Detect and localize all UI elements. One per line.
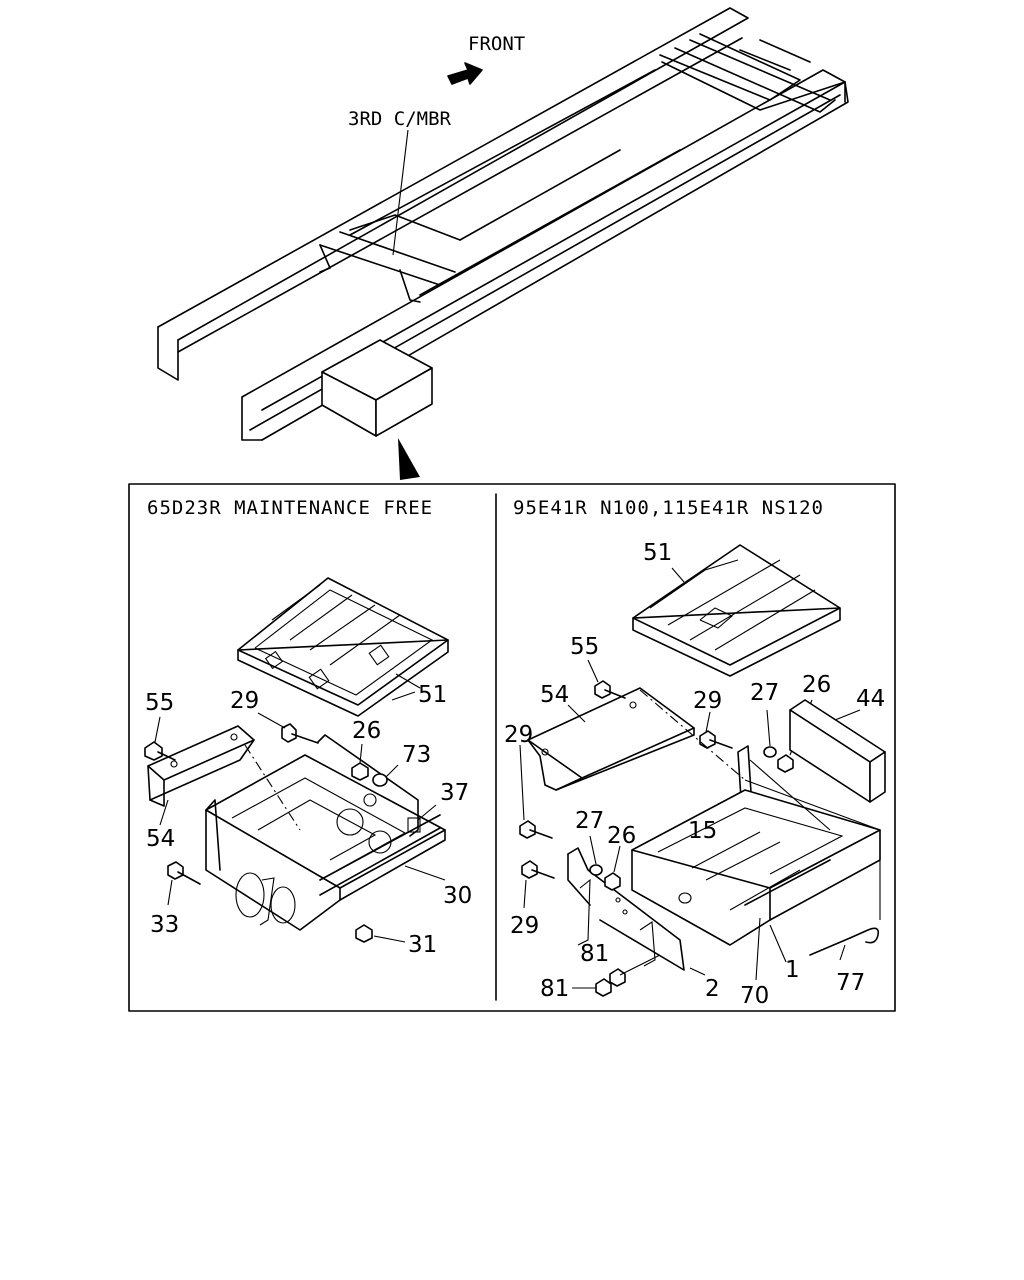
callout-55-right: 55	[570, 634, 599, 660]
callout-33-left: 33	[150, 912, 179, 938]
callout-26-right-low: 26	[607, 823, 636, 849]
callout-44-right: 44	[856, 686, 885, 712]
callout-26-left: 26	[352, 718, 381, 744]
callout-70-right: 70	[740, 983, 769, 1009]
callout-15-right: 15	[688, 818, 717, 844]
callout-1-right: 1	[785, 957, 800, 983]
callout-51-right: 51	[643, 540, 672, 566]
callout-31-left: 31	[408, 932, 437, 958]
crossmember-leader	[392, 129, 409, 256]
callout-55-left: 55	[145, 690, 174, 716]
callout-54-left: 54	[146, 826, 175, 852]
callout-27-right-low: 27	[575, 808, 604, 834]
callout-77-right: 77	[836, 970, 865, 996]
chassis-frame	[157, 7, 849, 441]
callout-81-right-b: 81	[540, 976, 569, 1002]
triangle-pointer-icon	[398, 438, 420, 480]
left-variant-drawing	[144, 577, 449, 943]
callout-29-left: 29	[230, 688, 259, 714]
callout-29-right-low: 29	[510, 913, 539, 939]
callout-2-right: 2	[705, 976, 720, 1002]
callout-26-right-top: 26	[802, 672, 831, 698]
callout-81-right-a: 81	[580, 941, 609, 967]
left-variant-title: 65D23R MAINTENANCE FREE	[147, 497, 433, 519]
third-crossmember-label: 3RD C/MBR	[348, 108, 452, 130]
callout-51-left: 51	[418, 682, 447, 708]
battery-box	[321, 339, 433, 437]
detail-frame	[128, 483, 896, 1012]
callout-27-right-top: 27	[750, 680, 779, 706]
callout-37-left: 37	[440, 780, 469, 806]
callout-54-right: 54	[540, 682, 569, 708]
front-label: FRONT	[468, 33, 525, 55]
right-variant-title: 95E41R N100,115E41R NS120	[513, 497, 824, 519]
callout-29-right-top: 29	[693, 688, 722, 714]
callout-73-left: 73	[402, 742, 431, 768]
arrow-right-icon	[447, 62, 483, 85]
right-variant-drawing	[519, 544, 886, 997]
callout-29-right-mid: 29	[504, 722, 533, 748]
callout-30-left: 30	[443, 883, 472, 909]
